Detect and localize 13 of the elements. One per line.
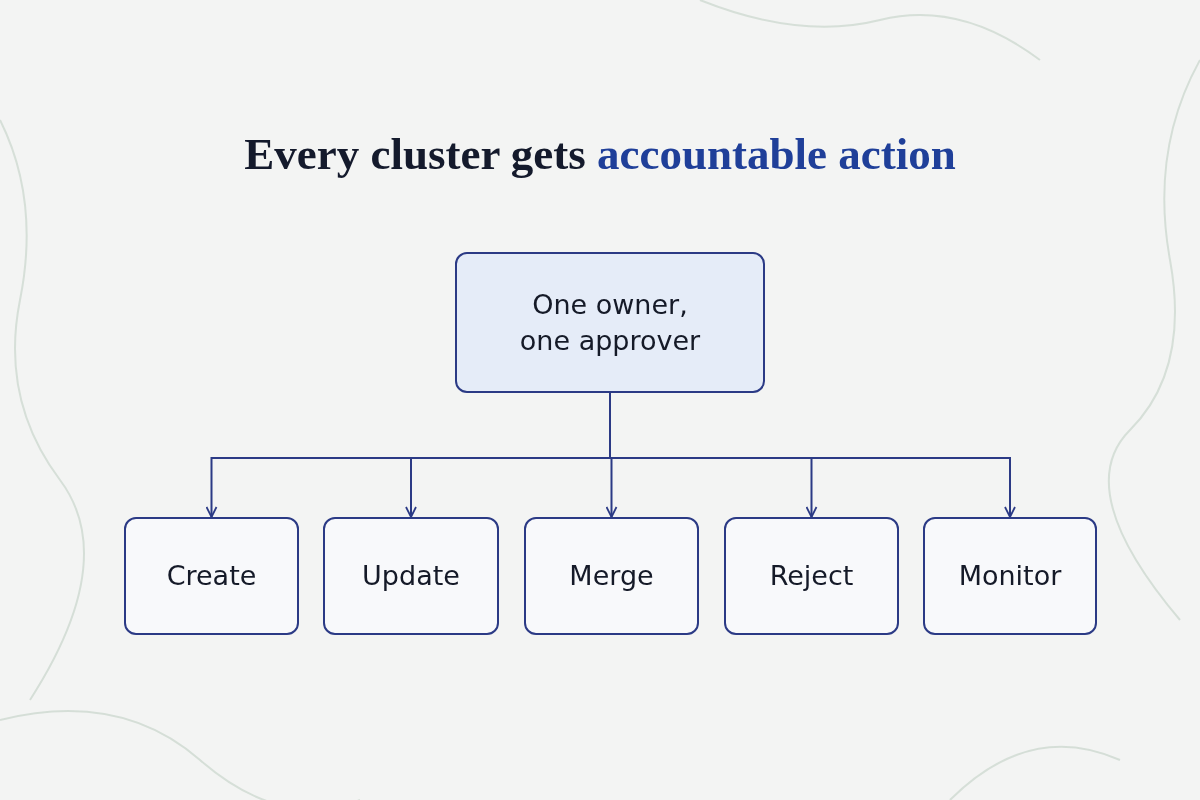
box-label: Reject	[769, 559, 854, 594]
box-label: Monitor	[958, 559, 1062, 594]
box-label: Update	[362, 559, 460, 594]
action-box	[323, 517, 499, 635]
box-label: Merge	[569, 559, 654, 594]
box-label: Create	[166, 559, 257, 594]
action-box	[124, 517, 299, 635]
action-box	[524, 517, 699, 635]
role-box	[455, 252, 765, 393]
title: Every cluster gets accountable action	[244, 128, 956, 180]
action-box	[724, 517, 899, 635]
action-box	[923, 517, 1097, 635]
box-label: One owner, one approver	[518, 288, 702, 358]
